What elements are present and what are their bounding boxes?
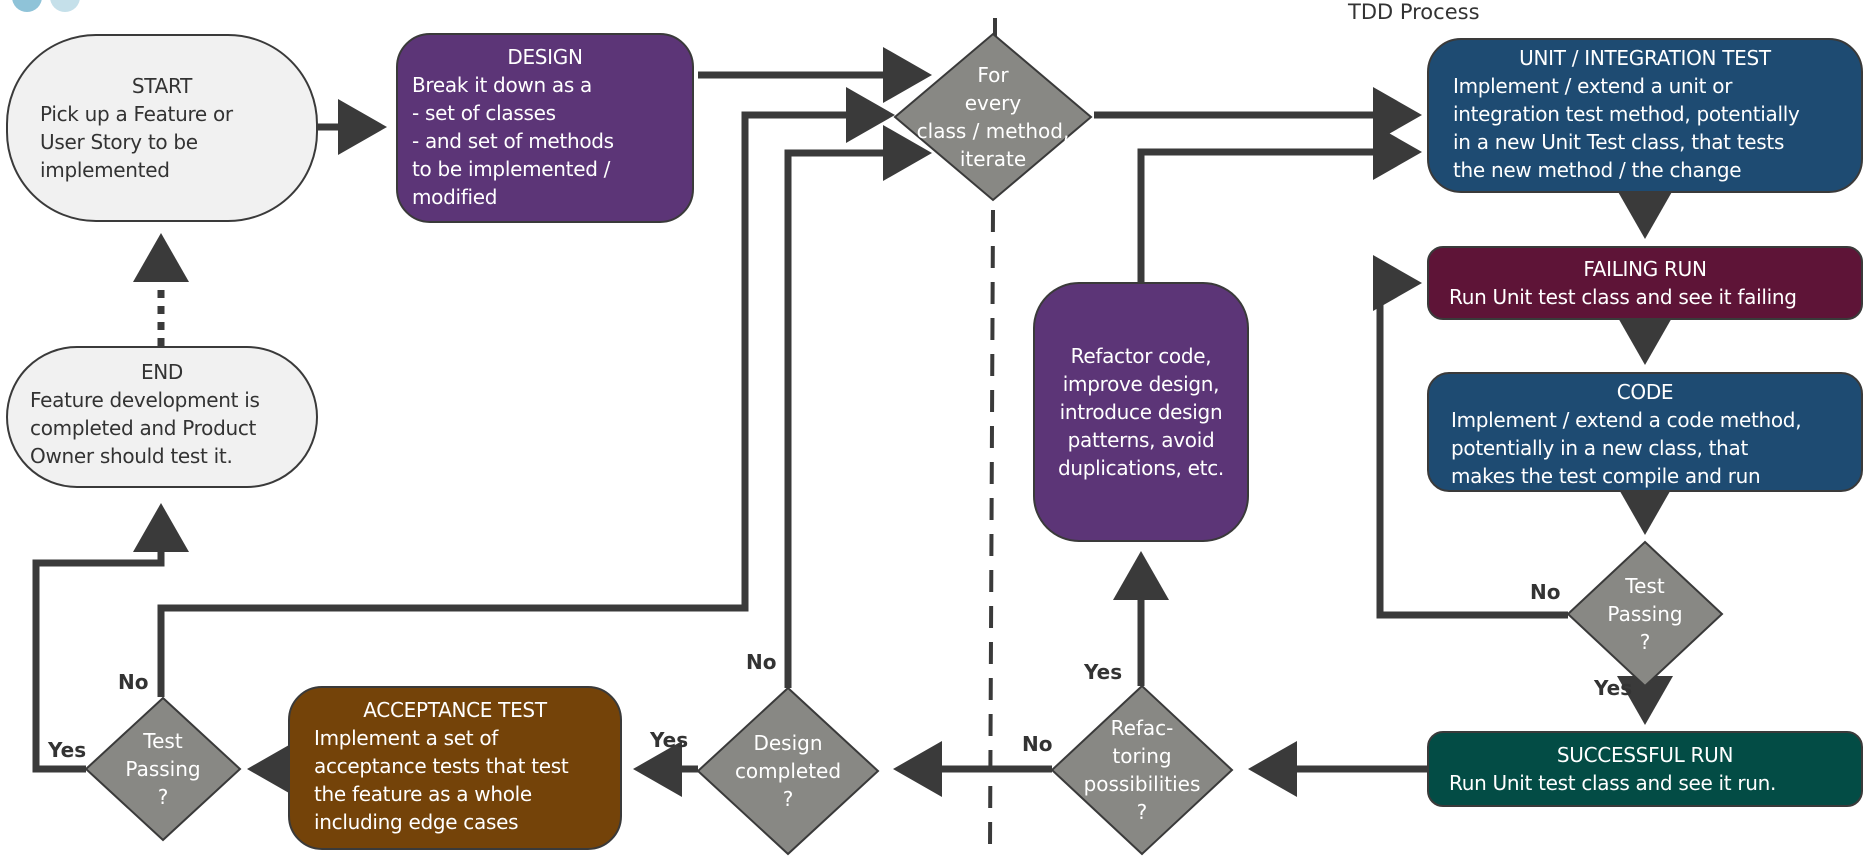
acceptance-node: ACCEPTANCE TEST Implement a set of accep… [288, 686, 622, 850]
unit-passing-decision: Test Passing ? [1566, 540, 1724, 688]
unit-test-body: Implement / extend a unit or integration… [1453, 74, 1800, 182]
label-unit-no: No [1530, 580, 1561, 604]
edge-passing-no-failing [1373, 255, 1568, 619]
failing-run-title: FAILING RUN [1583, 257, 1707, 281]
design-node: DESIGN Break it down as a - set of class… [396, 33, 694, 223]
iterate-decision: For every class / method, iterate [893, 32, 1093, 202]
edge-acceptance-yes-end [32, 503, 189, 773]
acceptance-body: Implement a set of acceptance tests that… [314, 726, 569, 834]
successful-run-body: Run Unit test class and see it run. [1449, 771, 1777, 795]
refactoring-decision: Refac- toring possibilities ? [1050, 684, 1234, 856]
refactor-body: Refactor code, improve design, introduce… [1058, 344, 1224, 480]
failing-run-node: FAILING RUN Run Unit test class and see … [1427, 246, 1863, 320]
design-body: Break it down as a - set of classes - an… [412, 73, 614, 209]
label-acceptance-yes: Yes [48, 738, 87, 762]
design-completed-decision-text: Design completed ? [734, 731, 842, 811]
code-node: CODE Implement / extend a code method, p… [1427, 372, 1863, 492]
edge-acceptance-no-iterate [157, 87, 895, 697]
diamond-shape [893, 32, 1093, 202]
successful-run-node: SUCCESSFUL RUN Run Unit test class and s… [1427, 731, 1863, 807]
end-node: END Feature development is completed and… [6, 346, 318, 488]
edge-design-no-iterate [784, 125, 932, 688]
acceptance-passing-decision: Test Passing ? [84, 696, 242, 842]
diagram-title: TDD Process [1348, 0, 1480, 24]
start-node: START Pick up a Feature or User Story to… [6, 34, 318, 222]
successful-run-title: SUCCESSFUL RUN [1556, 743, 1734, 767]
edge-refactor-unit [1137, 124, 1422, 282]
diamond-shape [1050, 684, 1234, 856]
diamond-shape [84, 696, 242, 842]
end-title: END [140, 360, 184, 384]
code-body: Implement / extend a code method, potent… [1451, 408, 1802, 488]
label-refactor-yes: Yes [1084, 660, 1123, 684]
end-body: Feature development is completed and Pro… [30, 388, 260, 468]
code-title: CODE [1616, 380, 1674, 404]
unit-test-title: UNIT / INTEGRATION TEST [1519, 46, 1771, 70]
label-design-no: No [746, 650, 777, 674]
label-design-yes: Yes [650, 728, 689, 752]
logo-circle-light [50, 0, 80, 12]
failing-run-body: Run Unit test class and see it failing [1449, 285, 1797, 309]
diamond-shape [1566, 540, 1724, 688]
unit-passing-decision-text: Test Passing ? [1607, 574, 1683, 654]
logo-circle-dark [12, 0, 42, 12]
separator-dashed-line-lower [988, 209, 995, 851]
acceptance-passing-decision-text: Test Passing ? [125, 729, 201, 809]
unit-test-node: UNIT / INTEGRATION TEST Implement / exte… [1427, 38, 1863, 193]
diamond-shape [696, 686, 880, 856]
refactoring-decision-text: Refac- toring possibilities ? [1083, 716, 1201, 824]
start-body: Pick up a Feature or User Story to be im… [40, 102, 233, 182]
label-refactor-no: No [1022, 732, 1053, 756]
design-title: DESIGN [507, 45, 583, 69]
start-title: START [131, 74, 193, 98]
label-unit-yes: Yes [1594, 676, 1633, 700]
design-completed-decision: Design completed ? [696, 686, 880, 856]
iterate-decision-text: For every class / method, iterate [916, 63, 1070, 171]
refactor-node: Refactor code, improve design, introduce… [1033, 282, 1249, 542]
acceptance-title: ACCEPTANCE TEST [363, 698, 547, 722]
label-acceptance-no: No [118, 670, 149, 694]
